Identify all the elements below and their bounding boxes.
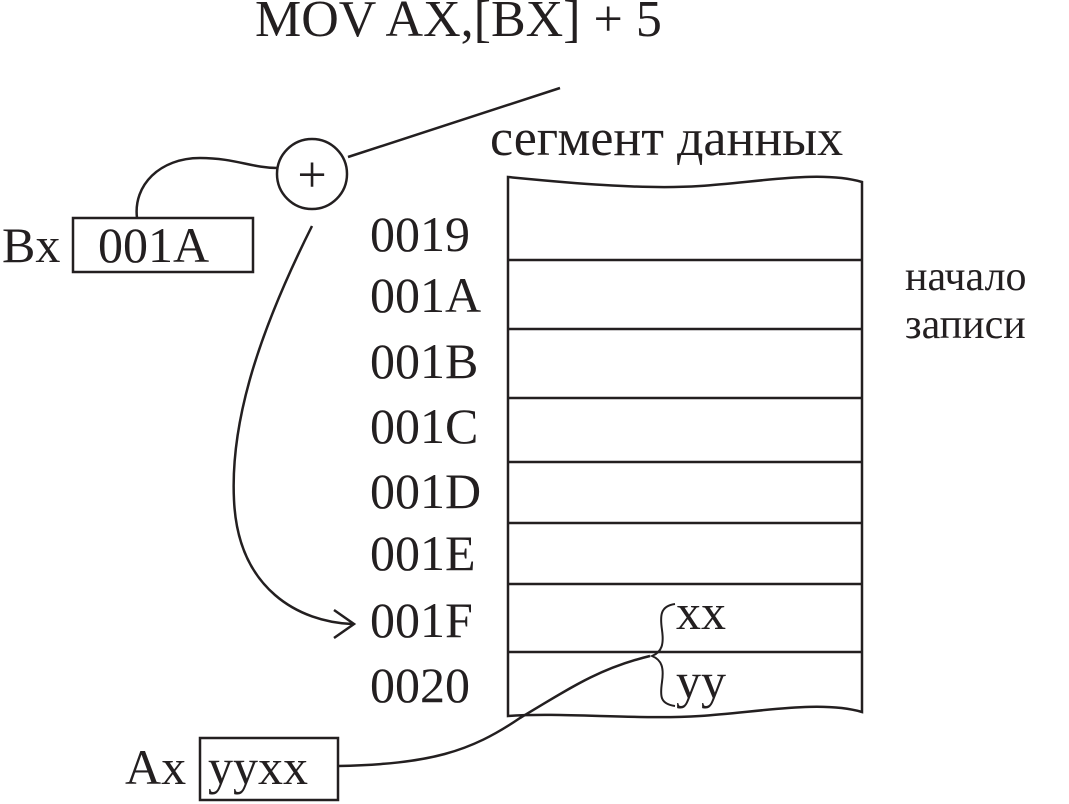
ax-register-name: Ax bbox=[125, 739, 186, 795]
ax-register-value: yyxx bbox=[208, 739, 308, 795]
address-label: 001A bbox=[370, 267, 481, 323]
adder-node: + bbox=[275, 137, 349, 211]
address-label: 001F bbox=[370, 592, 473, 648]
ax-to-memory-curve bbox=[337, 654, 651, 768]
memory-block bbox=[506, 175, 864, 719]
effective-address-arrow bbox=[232, 225, 353, 626]
bx-to-adder-curve bbox=[135, 156, 278, 219]
ax-register-box bbox=[198, 736, 340, 802]
bx-register: Bx 001A bbox=[2, 216, 255, 274]
bx-register-value: 001A bbox=[98, 217, 209, 273]
instruction-title: MOV AX,[BX] + 5 bbox=[255, 0, 662, 48]
cell-value-low-byte: xx bbox=[676, 584, 726, 640]
ax-register: Ax yyxx bbox=[125, 736, 340, 802]
bx-register-name: Bx bbox=[2, 217, 60, 273]
record-start-label-line2: записи bbox=[905, 302, 1026, 348]
record-start-label-line1: начало bbox=[905, 254, 1027, 300]
cell-value-high-byte: yy bbox=[676, 653, 726, 709]
plus-sign: + bbox=[297, 147, 326, 204]
address-label: 0019 bbox=[370, 206, 470, 262]
segment-label: сегмент данных bbox=[490, 110, 843, 167]
address-label: 0020 bbox=[370, 657, 470, 713]
adder-circle bbox=[275, 137, 349, 211]
byte-group-brace bbox=[649, 603, 676, 707]
address-label: 001B bbox=[370, 333, 478, 389]
offset-line bbox=[347, 86, 561, 159]
address-label: 001D bbox=[370, 463, 481, 519]
address-label: 001C bbox=[370, 398, 478, 454]
memory-block-outline bbox=[506, 175, 864, 719]
arrow-head-icon bbox=[333, 608, 357, 640]
address-label: 001E bbox=[370, 525, 476, 581]
bx-register-box bbox=[71, 216, 255, 274]
address-column: 0019 001A 001B 001C 001D 001E 001F 0020 bbox=[370, 206, 481, 713]
